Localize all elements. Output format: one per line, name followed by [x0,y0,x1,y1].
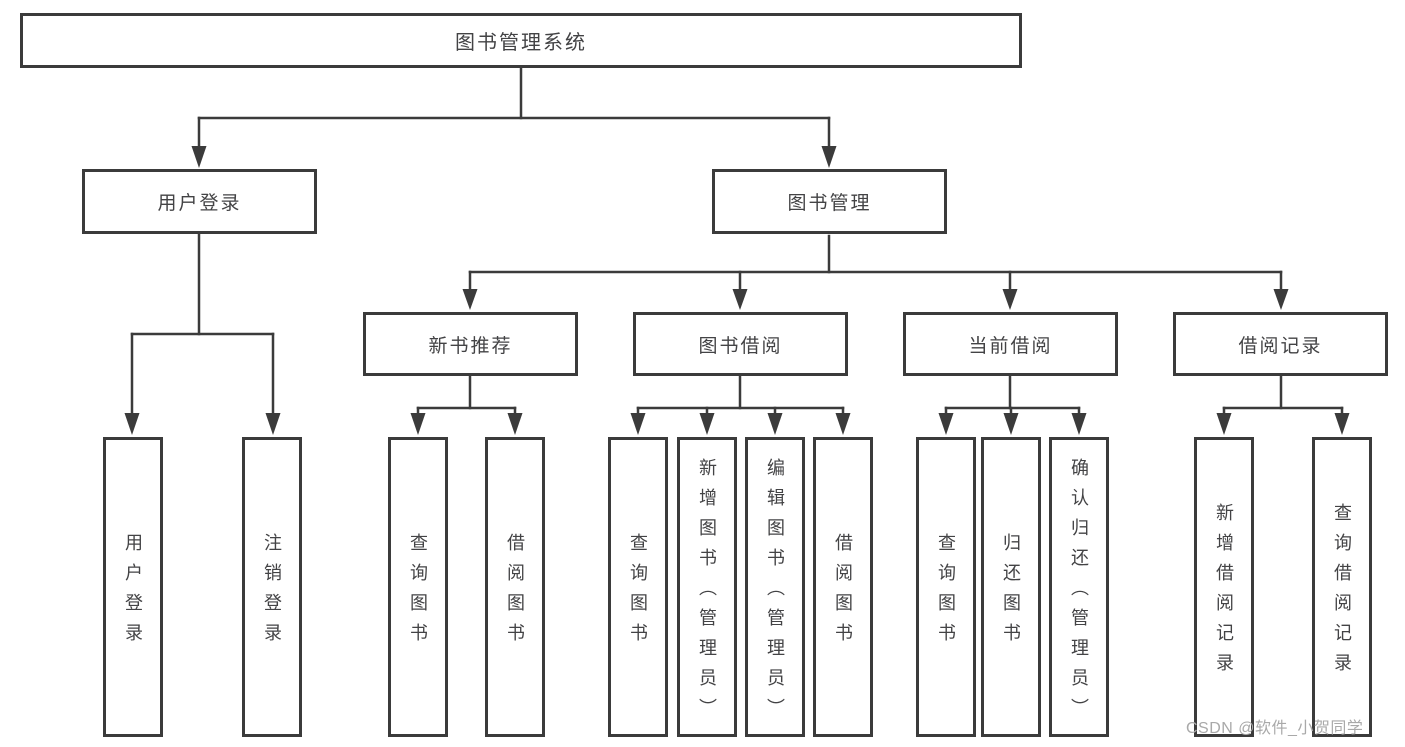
arrow-down-icon [124,332,140,435]
arrow-down-icon [1334,406,1350,435]
leaf-borrow-book-newrec: 借阅图书 [485,437,545,737]
leaf-borrow-book: 借阅图书 [813,437,873,737]
arrow-down-icon [410,406,426,435]
node-user-login: 用户登录 [82,169,317,234]
csdn-watermark: CSDN @软件_小贺同学 [1186,720,1364,737]
node-label: 查询图书 [628,533,648,653]
node-label: 查询图书 [408,533,428,653]
arrow-down-icon [1273,270,1289,310]
branch-root [191,65,837,168]
arrow-down-icon [462,270,478,310]
leaf-logout: 注销登录 [242,437,302,737]
node-label: 查询图书 [936,533,956,653]
leaf-add-book-admin: 新增图书（管理员） [677,437,737,737]
node-label: 图书管理系统 [455,32,587,54]
node-label: 用户登录 [123,533,143,653]
branch-user-login [124,232,281,435]
leaf-edit-book-admin: 编辑图书（管理员） [745,437,805,737]
node-system-root: 图书管理系统 [20,13,1022,68]
branch-current-borrow [938,374,1087,435]
branch-book-borrow [630,374,851,435]
node-label: 编辑图书（管理员） [765,458,785,728]
arrow-down-icon [507,406,523,435]
node-label: 当前借阅 [968,335,1053,357]
arrow-down-icon [732,270,748,310]
node-label: 新书推荐 [428,335,513,357]
branch-new-book [410,374,523,435]
node-label: 借阅图书 [505,533,525,653]
node-label: 确认归还（管理员） [1069,458,1089,728]
node-label: 用户登录 [157,193,242,214]
node-label: 归还图书 [1001,533,1021,653]
node-book-management: 图书管理 [712,169,947,234]
node-label: 查询借阅记录 [1332,503,1352,683]
node-label: 借阅记录 [1238,335,1323,357]
arrow-down-icon [1002,270,1018,310]
leaf-return-book: 归还图书 [981,437,1041,737]
node-book-borrow: 图书借阅 [633,312,848,376]
node-label: 新增借阅记录 [1214,503,1234,683]
arrow-down-icon [265,332,281,435]
arrow-down-icon [767,406,783,435]
node-borrow-record: 借阅记录 [1173,312,1388,376]
leaf-add-borrow-record: 新增借阅记录 [1194,437,1254,737]
arrow-down-icon [821,116,837,168]
leaf-confirm-return-admin: 确认归还（管理员） [1049,437,1109,737]
arrow-down-icon [1216,406,1232,435]
node-label: 图书管理 [787,193,872,214]
leaf-query-book-borrow: 查询图书 [608,437,668,737]
branch-borrow-record [1216,374,1350,435]
node-label: 图书借阅 [698,335,783,357]
leaf-query-book-current: 查询图书 [916,437,976,737]
node-label: 注销登录 [262,533,282,653]
arrow-down-icon [835,406,851,435]
branch-book-management [462,234,1289,310]
leaf-user-login: 用户登录 [103,437,163,737]
node-new-book-recommend: 新书推荐 [363,312,578,376]
node-current-borrow: 当前借阅 [903,312,1118,376]
arrow-down-icon [191,116,207,168]
arrow-down-icon [1071,406,1087,435]
node-label: 借阅图书 [833,533,853,653]
leaf-query-borrow-record: 查询借阅记录 [1312,437,1372,737]
leaf-query-book-newrec: 查询图书 [388,437,448,737]
arrow-down-icon [630,406,646,435]
arrow-down-icon [699,406,715,435]
arrow-down-icon [1003,406,1019,435]
node-label: 新增图书（管理员） [697,458,717,728]
arrow-down-icon [938,406,954,435]
